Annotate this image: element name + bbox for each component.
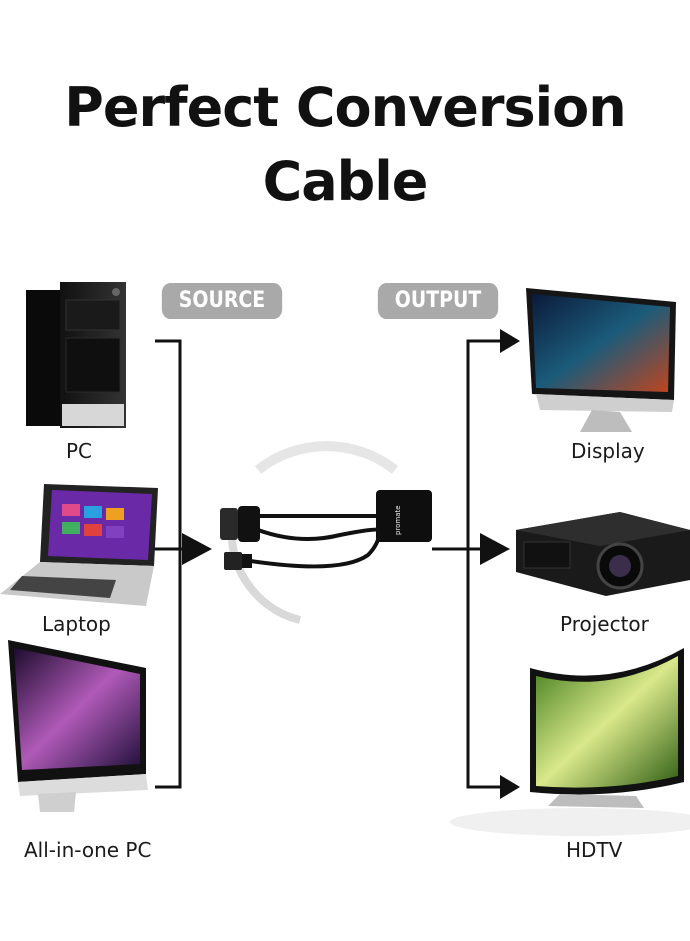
output-arrow-projector [480, 533, 510, 565]
laptop-icon [0, 484, 158, 606]
source-bracket [150, 339, 186, 789]
title-line-1: Perfect Conversion [64, 76, 626, 139]
label-hdtv: HDTV [566, 838, 623, 862]
brand-text: promate [394, 505, 402, 535]
hdtv-icon [450, 648, 690, 836]
cable-product [220, 490, 432, 570]
all-in-one-pc-icon [8, 640, 148, 812]
output-pill: OUTPUT [377, 283, 499, 319]
source-pill: SOURCE [161, 283, 283, 319]
output-arrow-display [500, 329, 520, 353]
label-pc: PC [66, 439, 93, 463]
projector-icon [516, 512, 690, 596]
source-arrow [182, 533, 212, 565]
label-all-in-one-pc: All-in-one PC [24, 838, 152, 862]
label-projector: Projector [560, 612, 649, 636]
title-line-2: Cable [262, 150, 429, 213]
label-laptop: Laptop [42, 612, 111, 636]
label-display: Display [571, 439, 645, 463]
pc-tower-icon [26, 282, 126, 428]
output-bracket [432, 339, 500, 789]
output-arrow-hdtv [500, 775, 520, 799]
display-icon [526, 288, 676, 432]
